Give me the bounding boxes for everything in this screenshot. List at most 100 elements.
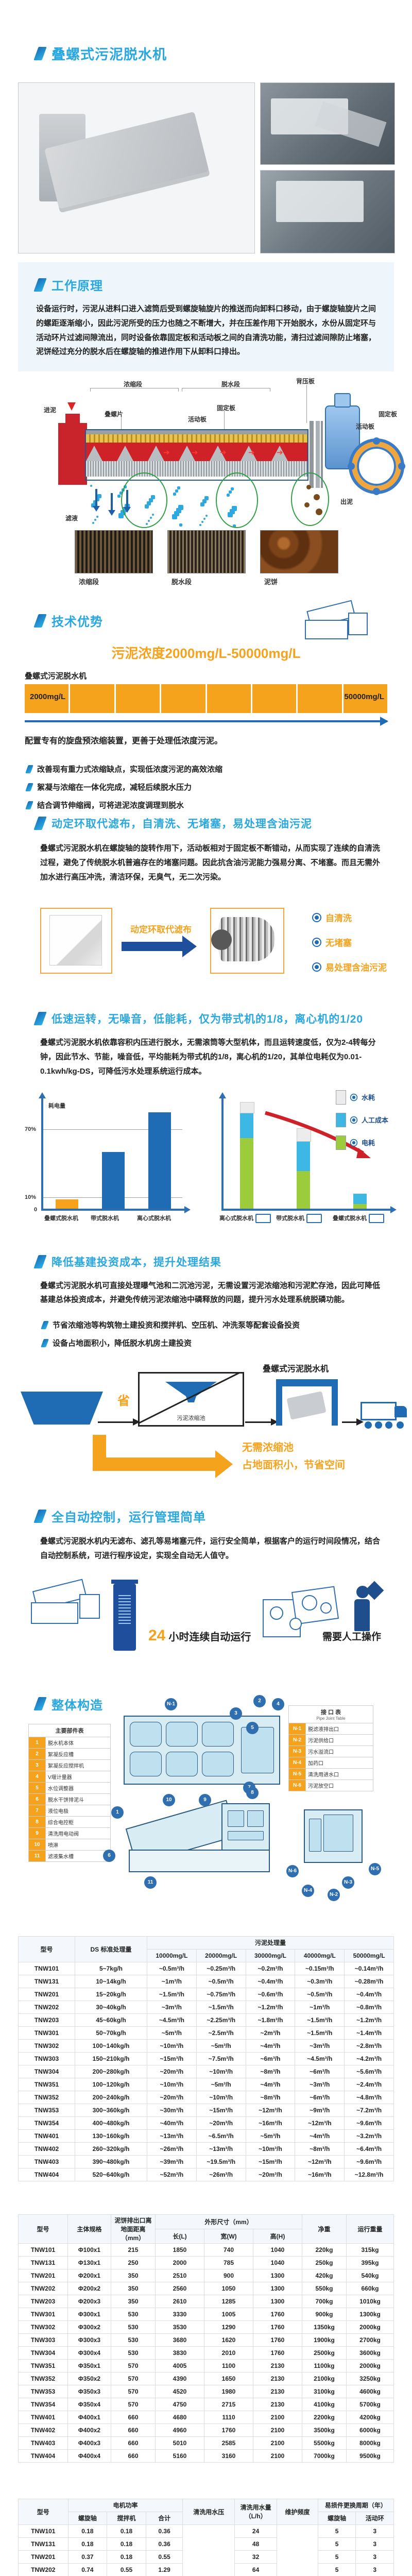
label-moving-plate-right: 活动板 xyxy=(356,423,375,430)
table-cell: TNW351 xyxy=(18,2077,75,2091)
photo-thicken-zone xyxy=(75,530,153,573)
table-cell: ~26m³/h xyxy=(196,2167,246,2181)
table-cell: 8000kg xyxy=(346,2436,394,2450)
table-cell: ~12m³/h xyxy=(295,2155,345,2168)
table-cell: 5700kg xyxy=(346,2397,394,2411)
label-filtrate: 滤液 xyxy=(65,515,78,522)
table-cell: 8 xyxy=(28,1816,46,1828)
inlet-chamber-shape xyxy=(58,414,87,485)
callout: 4 xyxy=(272,1698,284,1710)
table-cell: 11 xyxy=(28,1850,46,1862)
table-cell: TNW131 xyxy=(18,2256,68,2269)
filter-cloth-box xyxy=(40,908,112,974)
table-cell: 350 xyxy=(111,2268,156,2282)
table-cell: 水位调整器 xyxy=(45,1782,111,1794)
table-cell: 395kg xyxy=(346,2256,394,2269)
flow-arrow-icon xyxy=(98,1418,140,1426)
table-cell: TNW201 xyxy=(18,2550,68,2564)
table-cell: ~0.25m³/h xyxy=(196,1961,246,1975)
table-cell: 550kg xyxy=(302,2281,347,2295)
leader-line xyxy=(224,411,225,431)
table-cell: 1040 xyxy=(253,2256,302,2269)
table-cell: Φ300x1 xyxy=(67,2307,111,2321)
structure-title: 整体构造 xyxy=(52,1698,103,1713)
table-cell: ~1.8m³/h xyxy=(245,2013,296,2027)
label-back-plate: 背压板 xyxy=(296,378,315,385)
label-fixed-plate: 固定板 xyxy=(217,404,236,412)
table-cell: ~6m³/h xyxy=(295,2090,345,2104)
page-header: 叠螺式污泥脱水机 xyxy=(0,0,412,82)
table-cell: 6 xyxy=(28,1793,46,1805)
table-cell: ~0.8m³/h xyxy=(344,2000,394,2014)
segment-电耗 xyxy=(353,1204,367,1209)
table-cell: ~13m³/h xyxy=(147,2129,197,2143)
table-cell: ~1.5m³/h xyxy=(295,2026,345,2040)
table-cell: ~5m³/h xyxy=(245,2129,296,2143)
dimensions-table-block: 型号 主体规格 泥饼排出口离地面距离（mm） 外形尺寸（mm） 净重 运行重量 … xyxy=(18,2214,394,2463)
table-cell: Φ350x4 xyxy=(67,2397,111,2411)
table-cell: 7000kg xyxy=(302,2449,347,2463)
bar-离心式脱水机 xyxy=(148,1112,171,1209)
table-cell: V堰计量器 xyxy=(45,1770,111,1783)
table-cell: 150~210kg/h xyxy=(75,2052,147,2065)
y-tick: 0 xyxy=(34,1206,38,1213)
table-cell: 1 xyxy=(28,1736,46,1749)
table-cell: Φ400x4 xyxy=(67,2449,111,2463)
table-cell: 0.18 xyxy=(107,2537,146,2551)
table-cell: ~6.4m³/h xyxy=(344,2142,394,2156)
table-cell: 3 xyxy=(355,2537,394,2551)
table-cell: 900kg xyxy=(302,2307,347,2321)
concentration-bar: 2000mg/L 50000mg/L xyxy=(25,684,387,713)
table-cell: 1350kg xyxy=(302,2320,347,2334)
bracket-thicken xyxy=(90,388,179,392)
label-outlet: 出泥 xyxy=(340,498,353,505)
table-cell: 3830 xyxy=(155,2346,204,2360)
table-cell: 脱水干饼排泥斗 xyxy=(45,1793,111,1805)
table-cell: TNW403 xyxy=(18,2155,75,2168)
dimensions-table: 型号 主体规格 泥饼排出口离地面距离（mm） 外形尺寸（mm） 净重 运行重量 … xyxy=(18,2214,394,2463)
flow-note-line2: 占地面积小，节省空间 xyxy=(242,1460,345,1471)
table-cell: 15~20kg/h xyxy=(75,1987,147,2001)
table-cell: 200~240kg/h xyxy=(75,2090,147,2104)
col-group-wear: 易损件更换周期（年） xyxy=(317,2498,394,2512)
table-cell: TNW302 xyxy=(18,2039,75,2053)
table-cell: 脱水机本体 xyxy=(45,1736,111,1749)
table-cell: ~0.15m³/h xyxy=(295,1961,345,1975)
legend-label: 水耗 xyxy=(361,1094,375,1101)
table-cell: TNW101 xyxy=(18,1961,75,1975)
table-cell: ~3m³/h xyxy=(295,2077,345,2091)
bullet-slash-icon xyxy=(41,1338,49,1347)
table-cell: ~5m³/h xyxy=(196,2077,246,2091)
col-model: 型号 xyxy=(18,1936,75,1962)
table-cell: 3330 xyxy=(155,2307,204,2321)
table-cell: 1300kg xyxy=(346,2307,394,2321)
table-cell: ~4m³/h xyxy=(245,2077,296,2091)
table-cell: ~1.5m³/h xyxy=(196,2000,246,2014)
segment-水耗 xyxy=(297,1128,311,1142)
table-cell: Φ300x4 xyxy=(67,2346,111,2360)
photo-label: 泥饼 xyxy=(264,578,278,586)
table-cell: 740 xyxy=(204,2243,253,2257)
table-cell: 1760 xyxy=(253,2307,302,2321)
cake-dot xyxy=(306,485,311,489)
product-photo-main xyxy=(18,82,255,253)
table-cell: 660 xyxy=(111,2449,156,2463)
table-cell: 350 xyxy=(111,2294,156,2308)
bar-带式脱水机 xyxy=(102,1151,125,1209)
table-cell: ~4.2m³/h xyxy=(344,2052,394,2065)
y-axis-label: 耗电量 xyxy=(48,1103,65,1109)
callout: N-6 xyxy=(286,1865,299,1877)
dewaterer-shape xyxy=(286,1391,327,1420)
table-cell: 3250kg xyxy=(346,2371,394,2385)
col-water: 清洗用水量（L/h） xyxy=(234,2498,278,2525)
table-cell: 絮凝反应搅拌机 xyxy=(45,1759,111,1771)
